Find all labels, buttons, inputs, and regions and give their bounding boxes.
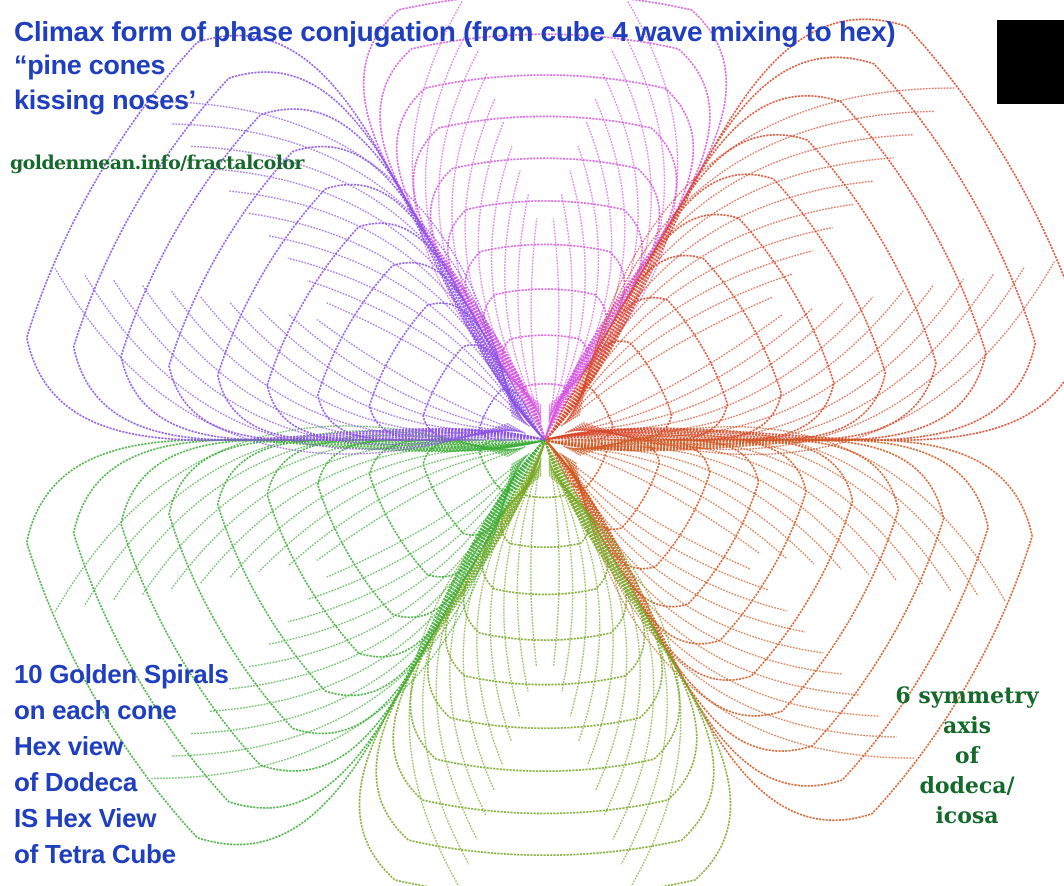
spiral-strand (90, 351, 512, 664)
spiral-strand (525, 150, 901, 421)
spiral-strand (549, 50, 651, 410)
spiral-strand (202, 459, 564, 719)
page-title: Climax form of phase conjugation (from c… (14, 18, 895, 46)
spiral-strand (186, 387, 518, 621)
subtitle-line: “pine cones (14, 52, 196, 87)
spiral-lobe (357, 378, 580, 589)
spiral-lobe (502, 335, 587, 440)
golden-spirals-caption: 10 Golden Spirals on each cone Hex view … (14, 661, 229, 877)
spiral-strand (26, 326, 508, 691)
spiral-lobe (455, 64, 1017, 595)
spiral-strand (58, 339, 510, 678)
subtitle: “pine cones kissing noses’ (14, 52, 196, 122)
caption-line: axis (876, 713, 1058, 743)
cone-upper-right (435, 0, 1064, 630)
spiral-strand (517, 460, 541, 692)
spiral-lobe (248, 342, 602, 677)
spiral-lobe (519, 332, 680, 485)
spiral-lobe (445, 22, 1064, 613)
spiral-strand (579, 207, 1018, 532)
symmetry-caption: 6 symmetry axis of dodeca/ icosa (876, 683, 1058, 833)
spiral-lobe (248, 203, 602, 538)
spiral-strand (549, 458, 559, 667)
spiral-strand (531, 219, 541, 423)
spiral-lobe (482, 332, 874, 703)
spiral-strand (531, 458, 541, 667)
black-corner-block (997, 20, 1064, 104)
spiral-lobe (492, 348, 825, 663)
spiral-lobe (522, 400, 668, 538)
spiral-lobe (435, 0, 1064, 630)
spiral-lobe (482, 440, 608, 594)
spiral-lobe (473, 315, 923, 741)
caption-line: IS Hex View (14, 805, 229, 841)
caption-line: of (876, 743, 1058, 773)
caption-line: of Tetra Cube (14, 841, 229, 877)
subtitle-line: kissing noses’ (14, 87, 196, 122)
site-url-label: goldenmean.info/fractalcolor (10, 152, 304, 174)
caption-line: icosa (876, 803, 1058, 833)
caption-line: 10 Golden Spirals (14, 661, 229, 697)
spiral-strand (501, 36, 1002, 416)
caption-line: Hex view (14, 733, 229, 769)
spiral-strand (549, 219, 559, 423)
spiral-strand (549, 464, 600, 741)
spiral-strand (549, 462, 586, 716)
caption-line: dodeca/ (876, 773, 1058, 803)
spiral-strand (581, 193, 1051, 546)
caption-line: 6 symmetry (876, 683, 1058, 713)
caption-line: on each cone (14, 697, 229, 733)
caption-line: of Dodeca (14, 769, 229, 805)
spiral-lobe (486, 194, 854, 542)
spiral-strand (439, 50, 541, 410)
